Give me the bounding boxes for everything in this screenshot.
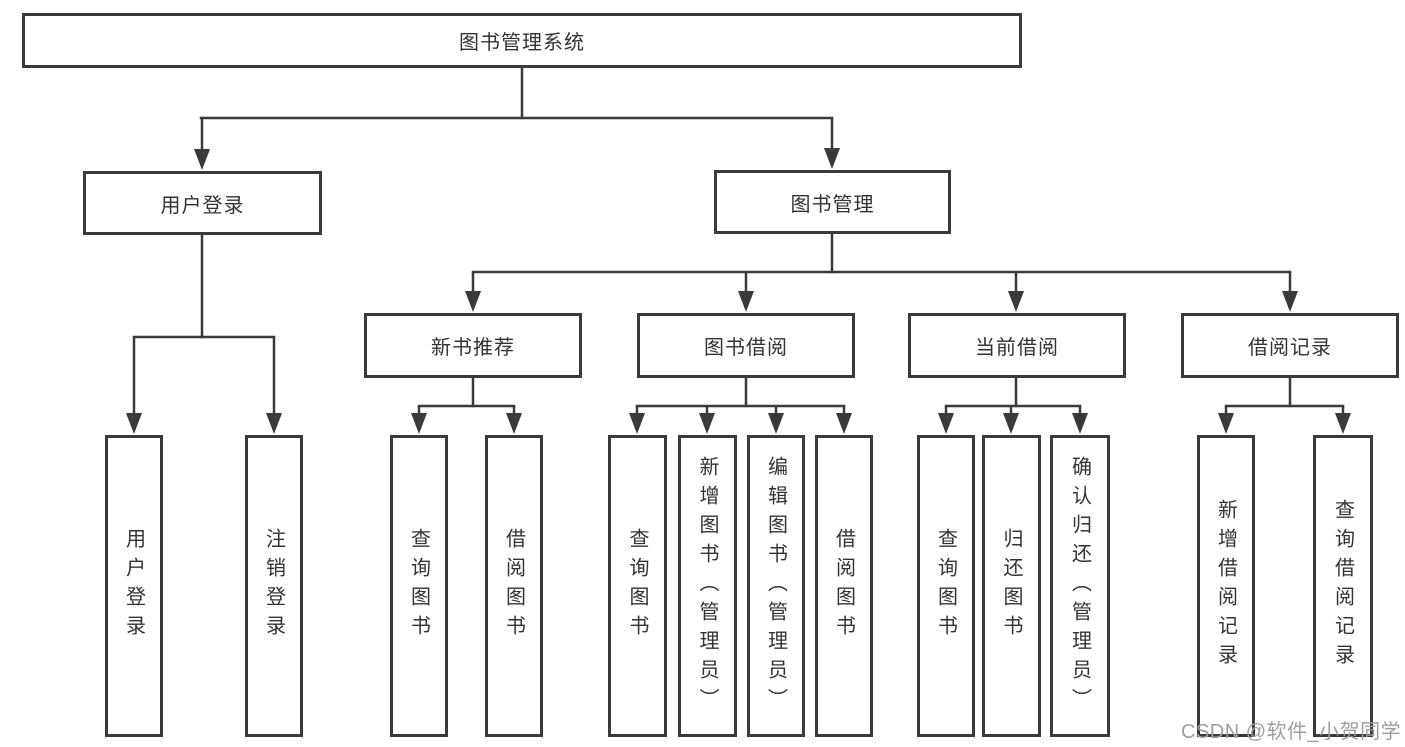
arrowhead-icon (1335, 413, 1351, 434)
connector-book-borrow-children (629, 376, 852, 434)
leaf-bor-add-books-admin: 新增图书（管理员） (678, 435, 737, 737)
leaf-bor-borrow-books: 借阅图书 (815, 435, 873, 737)
connector-root-to-level2 (194, 66, 840, 170)
csdn-watermark: CSDN @软件_小贺同学 (1181, 721, 1402, 743)
connector-new-book-rec-children (411, 376, 522, 434)
node-current-borrow: 当前借阅 (908, 313, 1126, 378)
leaf-bor-query-books: 查询图书 (608, 435, 667, 737)
node-book-borrow: 图书借阅 (637, 313, 855, 378)
arrowhead-icon (1282, 291, 1298, 312)
arrowhead-icon (194, 149, 210, 170)
arrowhead-icon (768, 413, 784, 434)
leaf-record-add: 新增借阅记录 (1197, 435, 1255, 737)
arrowhead-icon (824, 148, 840, 169)
arrowhead-icon (938, 413, 954, 434)
arrowhead-icon (506, 413, 522, 434)
arrowhead-icon (266, 413, 282, 434)
leaf-cur-query-books: 查询图书 (917, 435, 975, 737)
leaf-logout: 注销登录 (245, 435, 303, 737)
leaf-rec-query-books: 查询图书 (390, 435, 448, 737)
arrowhead-icon (1072, 413, 1088, 434)
leaf-cur-return-books: 归还图书 (982, 435, 1041, 737)
connector-book-mgmt-children (465, 232, 1298, 312)
arrowhead-icon (411, 413, 427, 434)
connector-current-borrow-children (938, 376, 1088, 434)
arrowhead-icon (1008, 291, 1024, 312)
arrowhead-icon (699, 413, 715, 434)
leaf-rec-borrow-books: 借阅图书 (485, 435, 543, 737)
leaf-record-query: 查询借阅记录 (1313, 435, 1373, 737)
arrowhead-icon (126, 413, 142, 434)
leaf-bor-edit-books-admin: 编辑图书（管理员） (747, 435, 805, 737)
leaf-cur-confirm-return-admin: 确认归还（管理员） (1050, 435, 1110, 737)
connector-borrow-record-children (1218, 376, 1351, 434)
node-borrow-record: 借阅记录 (1181, 313, 1399, 378)
arrowhead-icon (1218, 413, 1234, 434)
leaf-user-login: 用户登录 (105, 435, 163, 737)
node-new-book-rec: 新书推荐 (364, 313, 582, 378)
arrowhead-icon (629, 413, 645, 434)
node-root: 图书管理系统 (22, 13, 1022, 68)
arrowhead-icon (465, 291, 481, 312)
node-book-mgmt: 图书管理 (714, 170, 951, 234)
connector-user-login-children (126, 233, 282, 434)
node-user-login: 用户登录 (83, 171, 322, 235)
arrowhead-icon (738, 291, 754, 312)
arrowhead-icon (1003, 413, 1019, 434)
arrowhead-icon (836, 413, 852, 434)
